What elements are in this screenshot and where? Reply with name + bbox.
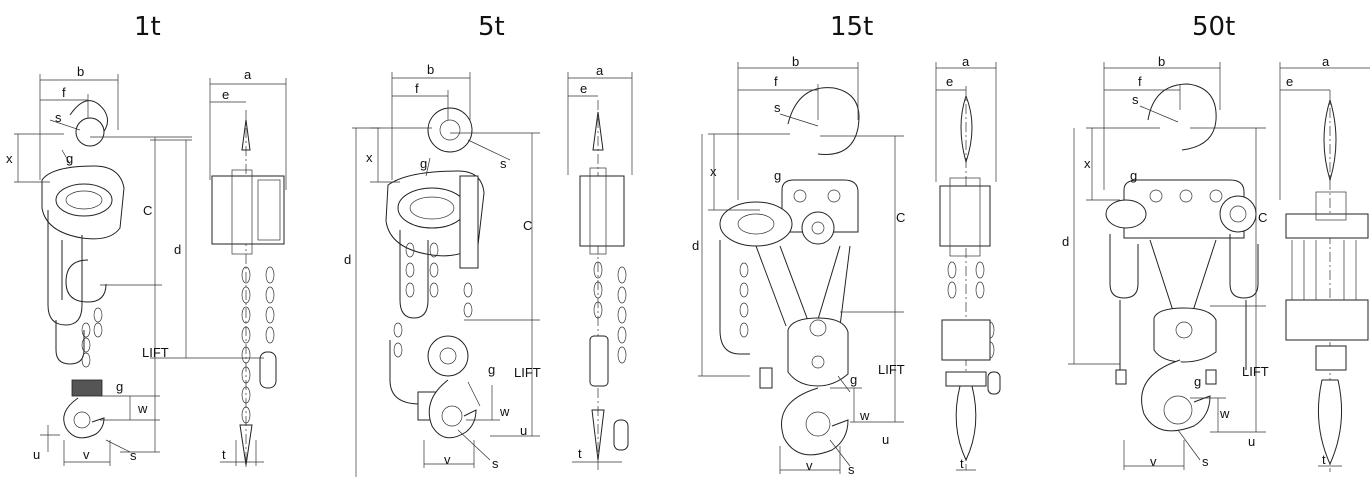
panel-title: 15t — [830, 12, 874, 42]
dim-f: f — [774, 74, 778, 89]
front-view — [1105, 83, 1259, 432]
dim-e: e — [580, 81, 587, 96]
dim-d: d — [174, 242, 181, 257]
dim-g2: g — [488, 362, 495, 377]
dim-f: f — [415, 81, 419, 96]
dim-u: u — [33, 447, 40, 462]
hoist-15t-svg: b f s g x C d LIFT g w s u v a e t — [692, 54, 1001, 477]
dim-d: d — [344, 252, 351, 267]
panel-title: 1t — [134, 12, 161, 42]
front-view — [719, 87, 860, 456]
dim-s: s — [500, 156, 507, 171]
dim-s: s — [1132, 92, 1139, 107]
dim-w: w — [859, 408, 870, 423]
dim-g: g — [420, 156, 427, 171]
dim-b: b — [1158, 54, 1165, 69]
dim-s: s — [55, 110, 62, 125]
dim-v: v — [444, 452, 451, 467]
side-view — [939, 86, 1001, 470]
dim-e: e — [222, 87, 229, 102]
dim-g2: g — [1194, 374, 1201, 389]
dim-w: w — [499, 404, 510, 419]
dim-lift: LIFT — [514, 365, 541, 380]
dim-x: x — [366, 150, 373, 165]
dim-u: u — [1248, 434, 1255, 449]
dim-v: v — [1150, 454, 1157, 469]
dim-b: b — [427, 62, 434, 77]
dim-s2: s — [1202, 454, 1209, 469]
dim-a: a — [244, 67, 252, 82]
dim-w: w — [1219, 406, 1230, 421]
dim-f: f — [62, 85, 66, 100]
dim-u: u — [520, 423, 527, 438]
dimension-labels: b f s g x C d LIFT g w s u v a e t — [1062, 54, 1330, 469]
drawing-5t: 5t — [340, 0, 670, 477]
panel-title: 5t — [478, 12, 505, 42]
dim-g: g — [1130, 168, 1137, 183]
dim-v: v — [806, 458, 813, 473]
drawing-15t: 15t — [690, 0, 1020, 477]
dim-c: C — [896, 210, 905, 225]
dim-t: t — [1322, 452, 1326, 467]
dim-a: a — [1322, 54, 1330, 69]
front-view — [41, 100, 125, 439]
dim-d: d — [1062, 234, 1069, 249]
dim-v: v — [83, 447, 90, 462]
dim-s2: s — [848, 462, 855, 477]
dim-c: C — [523, 218, 532, 233]
dim-s2: s — [492, 456, 499, 471]
dim-c: C — [143, 203, 152, 218]
dim-b: b — [77, 64, 84, 79]
dim-t: t — [222, 447, 226, 462]
dim-e: e — [946, 74, 953, 89]
dim-x: x — [6, 151, 13, 166]
dim-g: g — [774, 168, 781, 183]
front-view — [385, 107, 485, 439]
dim-lift: LIFT — [878, 362, 905, 377]
dim-t: t — [578, 446, 582, 461]
dim-t: t — [960, 456, 964, 471]
hoist-5t-svg: b f s g x C d LIFT g w s u v a e t — [344, 62, 633, 477]
dim-s2: s — [130, 448, 137, 463]
dim-a: a — [596, 63, 604, 78]
drawing-1t: 1t — [0, 0, 300, 477]
dim-a: a — [962, 54, 970, 69]
dim-g2: g — [850, 372, 857, 387]
dim-lift: LIFT — [1242, 364, 1269, 379]
dim-b: b — [792, 54, 799, 69]
hoist-1t-svg: b f s g x C d LIFT g w s u v a e t — [6, 64, 287, 470]
dimension-labels: b f s g x C d LIFT g w s u v a e t — [6, 64, 252, 463]
dim-d: d — [692, 238, 699, 253]
dim-x: x — [1084, 156, 1091, 171]
dim-g2: g — [116, 379, 123, 394]
dim-w: w — [137, 401, 148, 416]
side-view — [579, 100, 629, 470]
dim-g: g — [66, 151, 73, 166]
dim-s: s — [774, 100, 781, 115]
dim-u: u — [882, 432, 889, 447]
dim-x: x — [710, 164, 717, 179]
drawing-50t: 50t — [1060, 0, 1370, 477]
dim-f: f — [1138, 74, 1142, 89]
dim-lift: LIFT — [142, 345, 169, 360]
dimension-labels: b f s g x C d LIFT g w s u v a e t — [344, 62, 604, 471]
dim-e: e — [1286, 74, 1293, 89]
side-view — [1285, 90, 1369, 472]
hoist-50t-svg: b f s g x C d LIFT g w s u v a e t — [1062, 54, 1370, 472]
dim-c: C — [1258, 210, 1267, 225]
panel-title: 50t — [1192, 12, 1236, 42]
side-view — [211, 110, 285, 470]
dimension-labels: b f s g x C d LIFT g w s u v a e t — [692, 54, 970, 477]
